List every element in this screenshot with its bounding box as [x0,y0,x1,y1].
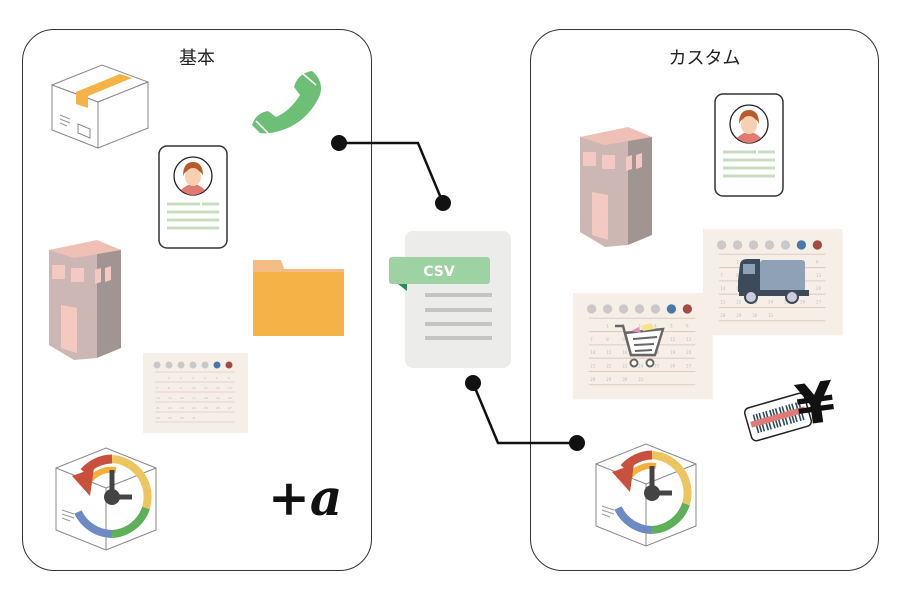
backup-clock-box-icon [56,448,156,550]
cardboard-box-icon [50,64,150,149]
folder-icon [253,260,344,336]
profile-card-icon [157,144,229,250]
basic-panel-title: 基本 [179,48,215,69]
calendar-shopping-cart-icon [572,292,714,401]
telephone-icon [252,71,321,134]
custom-panel-title: カスタム [668,48,741,69]
plus-alpha-label: +a [268,468,343,527]
price-tag-icon [743,392,813,442]
profile-card-icon [713,92,785,198]
csv-file-icon: CSV [389,231,511,368]
backup-clock-box-icon [596,444,696,546]
building-icon [580,127,652,247]
calendar-delivery-truck-icon [702,228,844,337]
building-icon [49,240,121,360]
csv-label: CSV [423,264,455,280]
connector-csv-to-custom [465,375,585,451]
connector-basic-to-csv [331,135,451,211]
calendar-icon [142,352,249,434]
